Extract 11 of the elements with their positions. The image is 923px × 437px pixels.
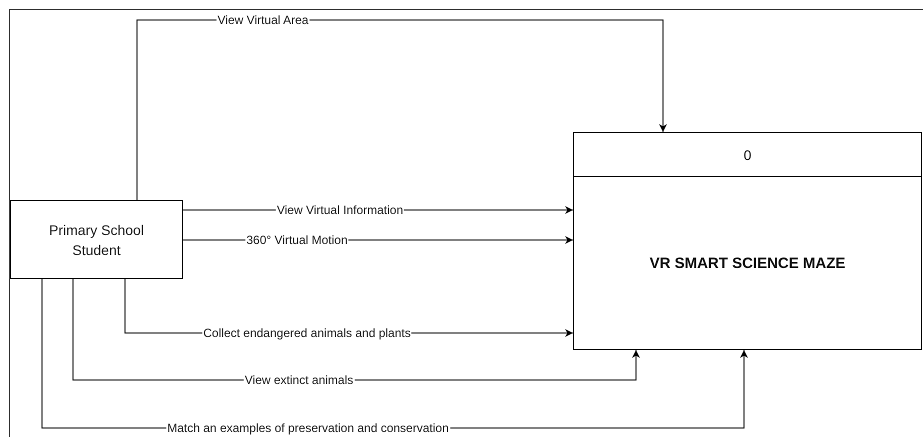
edge-label: Match an examples of preservation and conservation xyxy=(166,421,450,435)
entity-name: Primary School Student xyxy=(48,220,145,260)
edge-label: View Virtual Information xyxy=(276,203,404,217)
process-name: VR SMART SCIENCE MAZE xyxy=(650,255,846,272)
edge-label: View extinct animals xyxy=(244,373,354,387)
process-box xyxy=(573,132,922,350)
edge-label: Collect endangered animals and plants xyxy=(202,326,412,340)
edge-label: View Virtual Area xyxy=(216,13,310,27)
edge-label: 360° Virtual Motion xyxy=(245,233,349,247)
entity-box xyxy=(10,200,183,279)
process-number: 0 xyxy=(744,146,752,162)
